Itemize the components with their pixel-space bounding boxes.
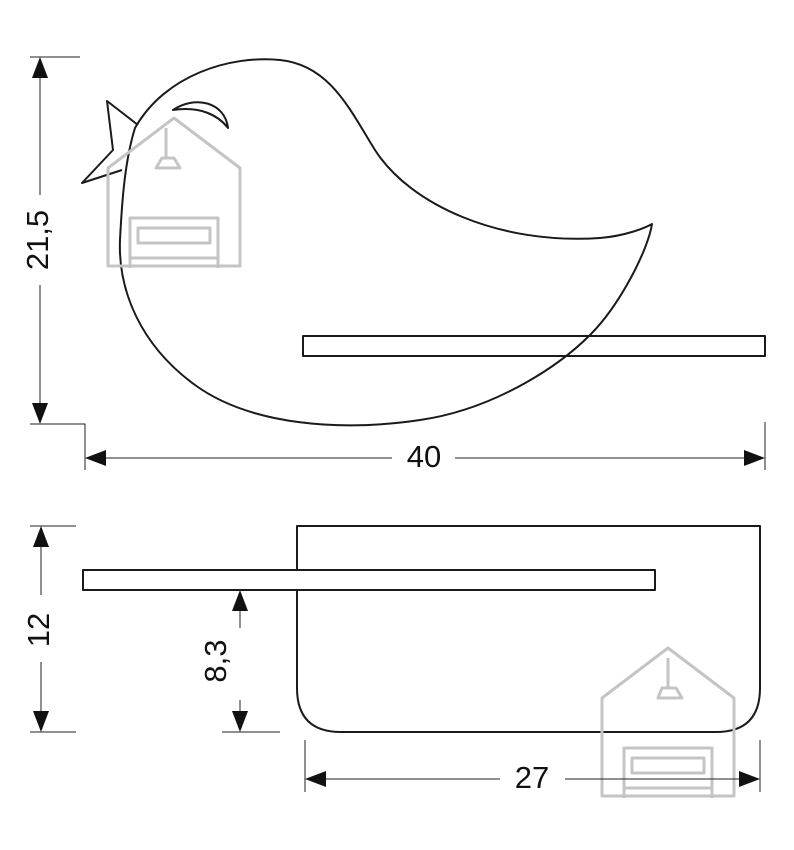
bird-front-view	[81, 58, 766, 427]
shelf-board-side	[82, 569, 656, 591]
shelf-board-front	[302, 335, 766, 357]
dimension-top-width: 40	[40, 422, 766, 474]
bird-body-outline	[118, 58, 653, 427]
dimension-side-width: 27	[304, 740, 761, 795]
shelf-side-view	[82, 525, 761, 733]
dimension-shelf-height: 8,3	[198, 590, 280, 733]
dim-label-top-width: 40	[407, 439, 441, 474]
house-with-sofa-watermark-icon	[106, 116, 242, 268]
arrow-right	[744, 450, 765, 466]
arrow-left	[305, 771, 326, 787]
arrow-up	[33, 526, 49, 547]
arrow-up	[32, 57, 48, 78]
arrow-down	[32, 403, 48, 424]
dimension-top-height: 21,5	[20, 56, 80, 425]
bird-beak	[81, 100, 139, 184]
arrow-up	[232, 590, 248, 611]
arrow-left	[85, 450, 106, 466]
house-with-sofa-watermark-icon	[600, 646, 736, 798]
arrow-down	[33, 711, 49, 732]
dimension-side-height: 12	[21, 525, 76, 733]
dim-label-side-width: 27	[515, 760, 549, 795]
dim-label-top-height: 21,5	[20, 210, 55, 270]
arrow-right	[739, 771, 760, 787]
bird-eye	[172, 101, 229, 129]
dim-label-side-height: 12	[21, 613, 56, 647]
dim-label-shelf-height: 8,3	[198, 639, 233, 682]
arrow-down	[232, 711, 248, 732]
side-body-outline	[296, 525, 761, 733]
